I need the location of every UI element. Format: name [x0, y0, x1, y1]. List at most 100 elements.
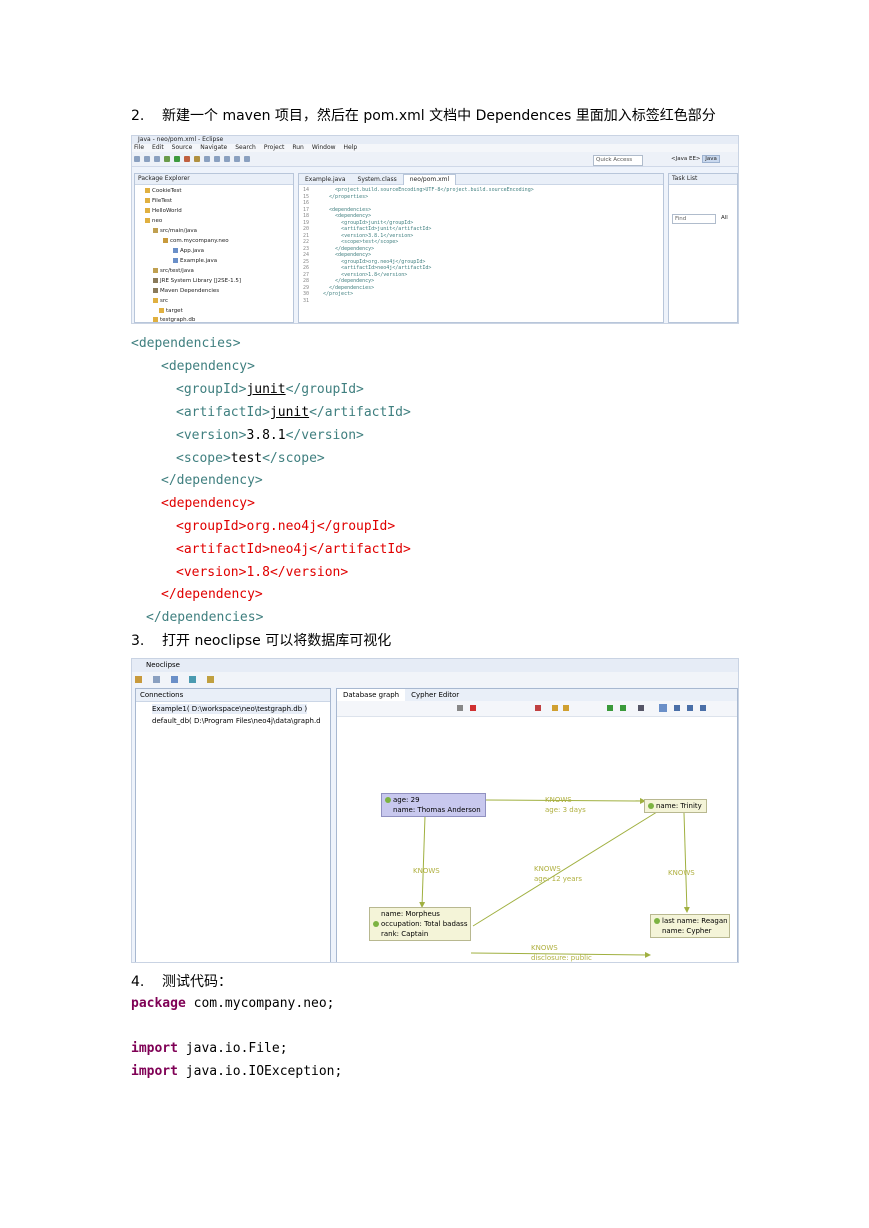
- xml-value: junit: [269, 405, 310, 420]
- tools-icon[interactable]: [207, 676, 215, 683]
- code-text: java.io.IOException;: [177, 1064, 343, 1079]
- menu-project[interactable]: Project: [263, 144, 285, 151]
- find-all-link[interactable]: All: [721, 215, 728, 221]
- source-folder-icon: [153, 228, 158, 233]
- tab-system-class[interactable]: System.class: [357, 176, 397, 183]
- line-number: 26: [303, 265, 310, 271]
- line-number: 14: [303, 187, 310, 193]
- menu-navigate[interactable]: Navigate: [200, 144, 228, 151]
- layout-radial-icon[interactable]: [687, 705, 693, 711]
- connection-item[interactable]: Example1( D:\workspace\neo\testgraph.db …: [152, 704, 308, 714]
- edge-thomas-morpheus[interactable]: [419, 815, 426, 908]
- perspective-java[interactable]: Java: [702, 155, 720, 163]
- layout-tree-icon[interactable]: [674, 705, 680, 711]
- xml-value: 3.8.1: [246, 428, 286, 443]
- menu-help[interactable]: Help: [343, 144, 358, 151]
- tree-item-label: HelloWorld: [152, 208, 182, 214]
- xml-tag: <scope>: [176, 451, 231, 466]
- graph-toolbar: [337, 701, 737, 717]
- tree-item[interactable]: src/main/java: [153, 227, 197, 235]
- graph-node-morpheus[interactable]: name: Morpheus occupation: Total badass …: [369, 907, 471, 941]
- settings-icon[interactable]: [135, 676, 142, 683]
- find-input[interactable]: Find: [672, 214, 716, 224]
- forward-icon[interactable]: [563, 705, 569, 711]
- run-icon[interactable]: [457, 705, 463, 711]
- editor-line: 29 </dependencies>: [303, 285, 374, 291]
- back-icon[interactable]: [552, 705, 558, 711]
- run-icon[interactable]: [174, 156, 180, 162]
- tree-item[interactable]: neo: [145, 217, 162, 225]
- library-icon: [153, 278, 158, 283]
- graph-icon[interactable]: [189, 676, 197, 683]
- tree-item[interactable]: HelloWorld: [145, 207, 182, 215]
- tree-item[interactable]: src: [153, 297, 168, 305]
- external-tools-icon[interactable]: [184, 156, 190, 162]
- menu-search[interactable]: Search: [235, 144, 256, 151]
- section-number: 4.: [131, 974, 145, 990]
- line-text: <dependency>: [323, 213, 372, 219]
- tab-example-java[interactable]: Example.java: [305, 176, 346, 183]
- layout-grid-icon[interactable]: [700, 705, 706, 711]
- editor-line: 21 <version>3.8.1</version>: [303, 233, 413, 239]
- search-icon[interactable]: [224, 156, 230, 162]
- menu-file[interactable]: File: [134, 144, 145, 151]
- tab-cypher-editor[interactable]: Cypher Editor: [411, 691, 460, 699]
- tree-item[interactable]: testgraph.db: [153, 316, 195, 323]
- tree-item[interactable]: FileTest: [145, 197, 172, 205]
- project-icon: [145, 218, 150, 223]
- line-number: 24: [303, 252, 310, 258]
- graph-canvas[interactable]: [337, 717, 737, 963]
- menu-edit[interactable]: Edit: [152, 144, 164, 151]
- menu-source[interactable]: Source: [171, 144, 193, 151]
- menu-run[interactable]: Run: [292, 144, 304, 151]
- connection-item[interactable]: default_db( D:\Program Files\neo4j\data\…: [152, 717, 321, 725]
- new-icon[interactable]: [134, 156, 140, 162]
- debug-icon[interactable]: [164, 156, 170, 162]
- xml-value: junit: [246, 382, 286, 397]
- graph-node-trinity[interactable]: name: Trinity: [644, 799, 707, 813]
- code-line: import java.io.File;: [131, 1041, 288, 1057]
- new-package-icon[interactable]: [194, 156, 200, 162]
- print-icon[interactable]: [154, 156, 160, 162]
- forward-icon[interactable]: [244, 156, 250, 162]
- tree-item[interactable]: Example.java: [173, 257, 217, 265]
- line-number: 31: [303, 297, 310, 304]
- tab-database-graph[interactable]: Database graph: [337, 689, 406, 701]
- save-icon[interactable]: [144, 156, 150, 162]
- edge-trinity-cypher[interactable]: [683, 812, 690, 913]
- delete-icon[interactable]: [535, 705, 541, 711]
- section-number: 3.: [131, 633, 145, 649]
- tree-item[interactable]: JRE System Library [J2SE-1.5]: [153, 277, 241, 285]
- graph-node-cypher[interactable]: last name: Reagan name: Cypher: [650, 914, 730, 938]
- new-class-icon[interactable]: [204, 156, 210, 162]
- xml-tag: <artifactId>: [176, 542, 270, 557]
- magnify-icon[interactable]: [638, 705, 644, 711]
- line-text: <groupId>org.neo4j</groupId>: [323, 258, 426, 265]
- edge-morpheus-trinity[interactable]: [472, 806, 666, 927]
- view-icon[interactable]: [171, 676, 179, 683]
- tree-item-label: target: [166, 308, 183, 314]
- xml-line: <groupId>junit</groupId>: [176, 382, 364, 398]
- perspective-java-ee[interactable]: <Java EE>: [671, 156, 701, 162]
- zoom-out-icon[interactable]: [620, 705, 626, 711]
- stop-icon[interactable]: [470, 705, 476, 711]
- tree-item[interactable]: com.mycompany.neo: [163, 237, 229, 245]
- node-property: name: Morpheus: [381, 910, 440, 918]
- edge-thomas-trinity[interactable]: [484, 797, 646, 804]
- edge-morpheus-cypher[interactable]: [470, 951, 651, 958]
- line-number: 21: [303, 232, 310, 239]
- zoom-in-icon[interactable]: [607, 705, 613, 711]
- tab-pom-xml[interactable]: neo/pom.xml: [402, 174, 457, 185]
- tree-item[interactable]: src/test/java: [153, 267, 194, 275]
- tree-item[interactable]: Maven Dependencies: [153, 287, 219, 295]
- graph-node-thomas[interactable]: age: 29 name: Thomas Anderson: [381, 793, 486, 817]
- back-icon[interactable]: [234, 156, 240, 162]
- open-type-icon[interactable]: [214, 156, 220, 162]
- menu-window[interactable]: Window: [311, 144, 336, 151]
- tree-item[interactable]: CookieTest: [145, 187, 182, 195]
- quick-access-input[interactable]: Quick Access: [593, 155, 643, 166]
- layout-spring-icon[interactable]: [659, 704, 667, 712]
- open-icon[interactable]: [153, 676, 161, 683]
- tree-item[interactable]: target: [159, 307, 183, 315]
- tree-item[interactable]: App.java: [173, 247, 204, 255]
